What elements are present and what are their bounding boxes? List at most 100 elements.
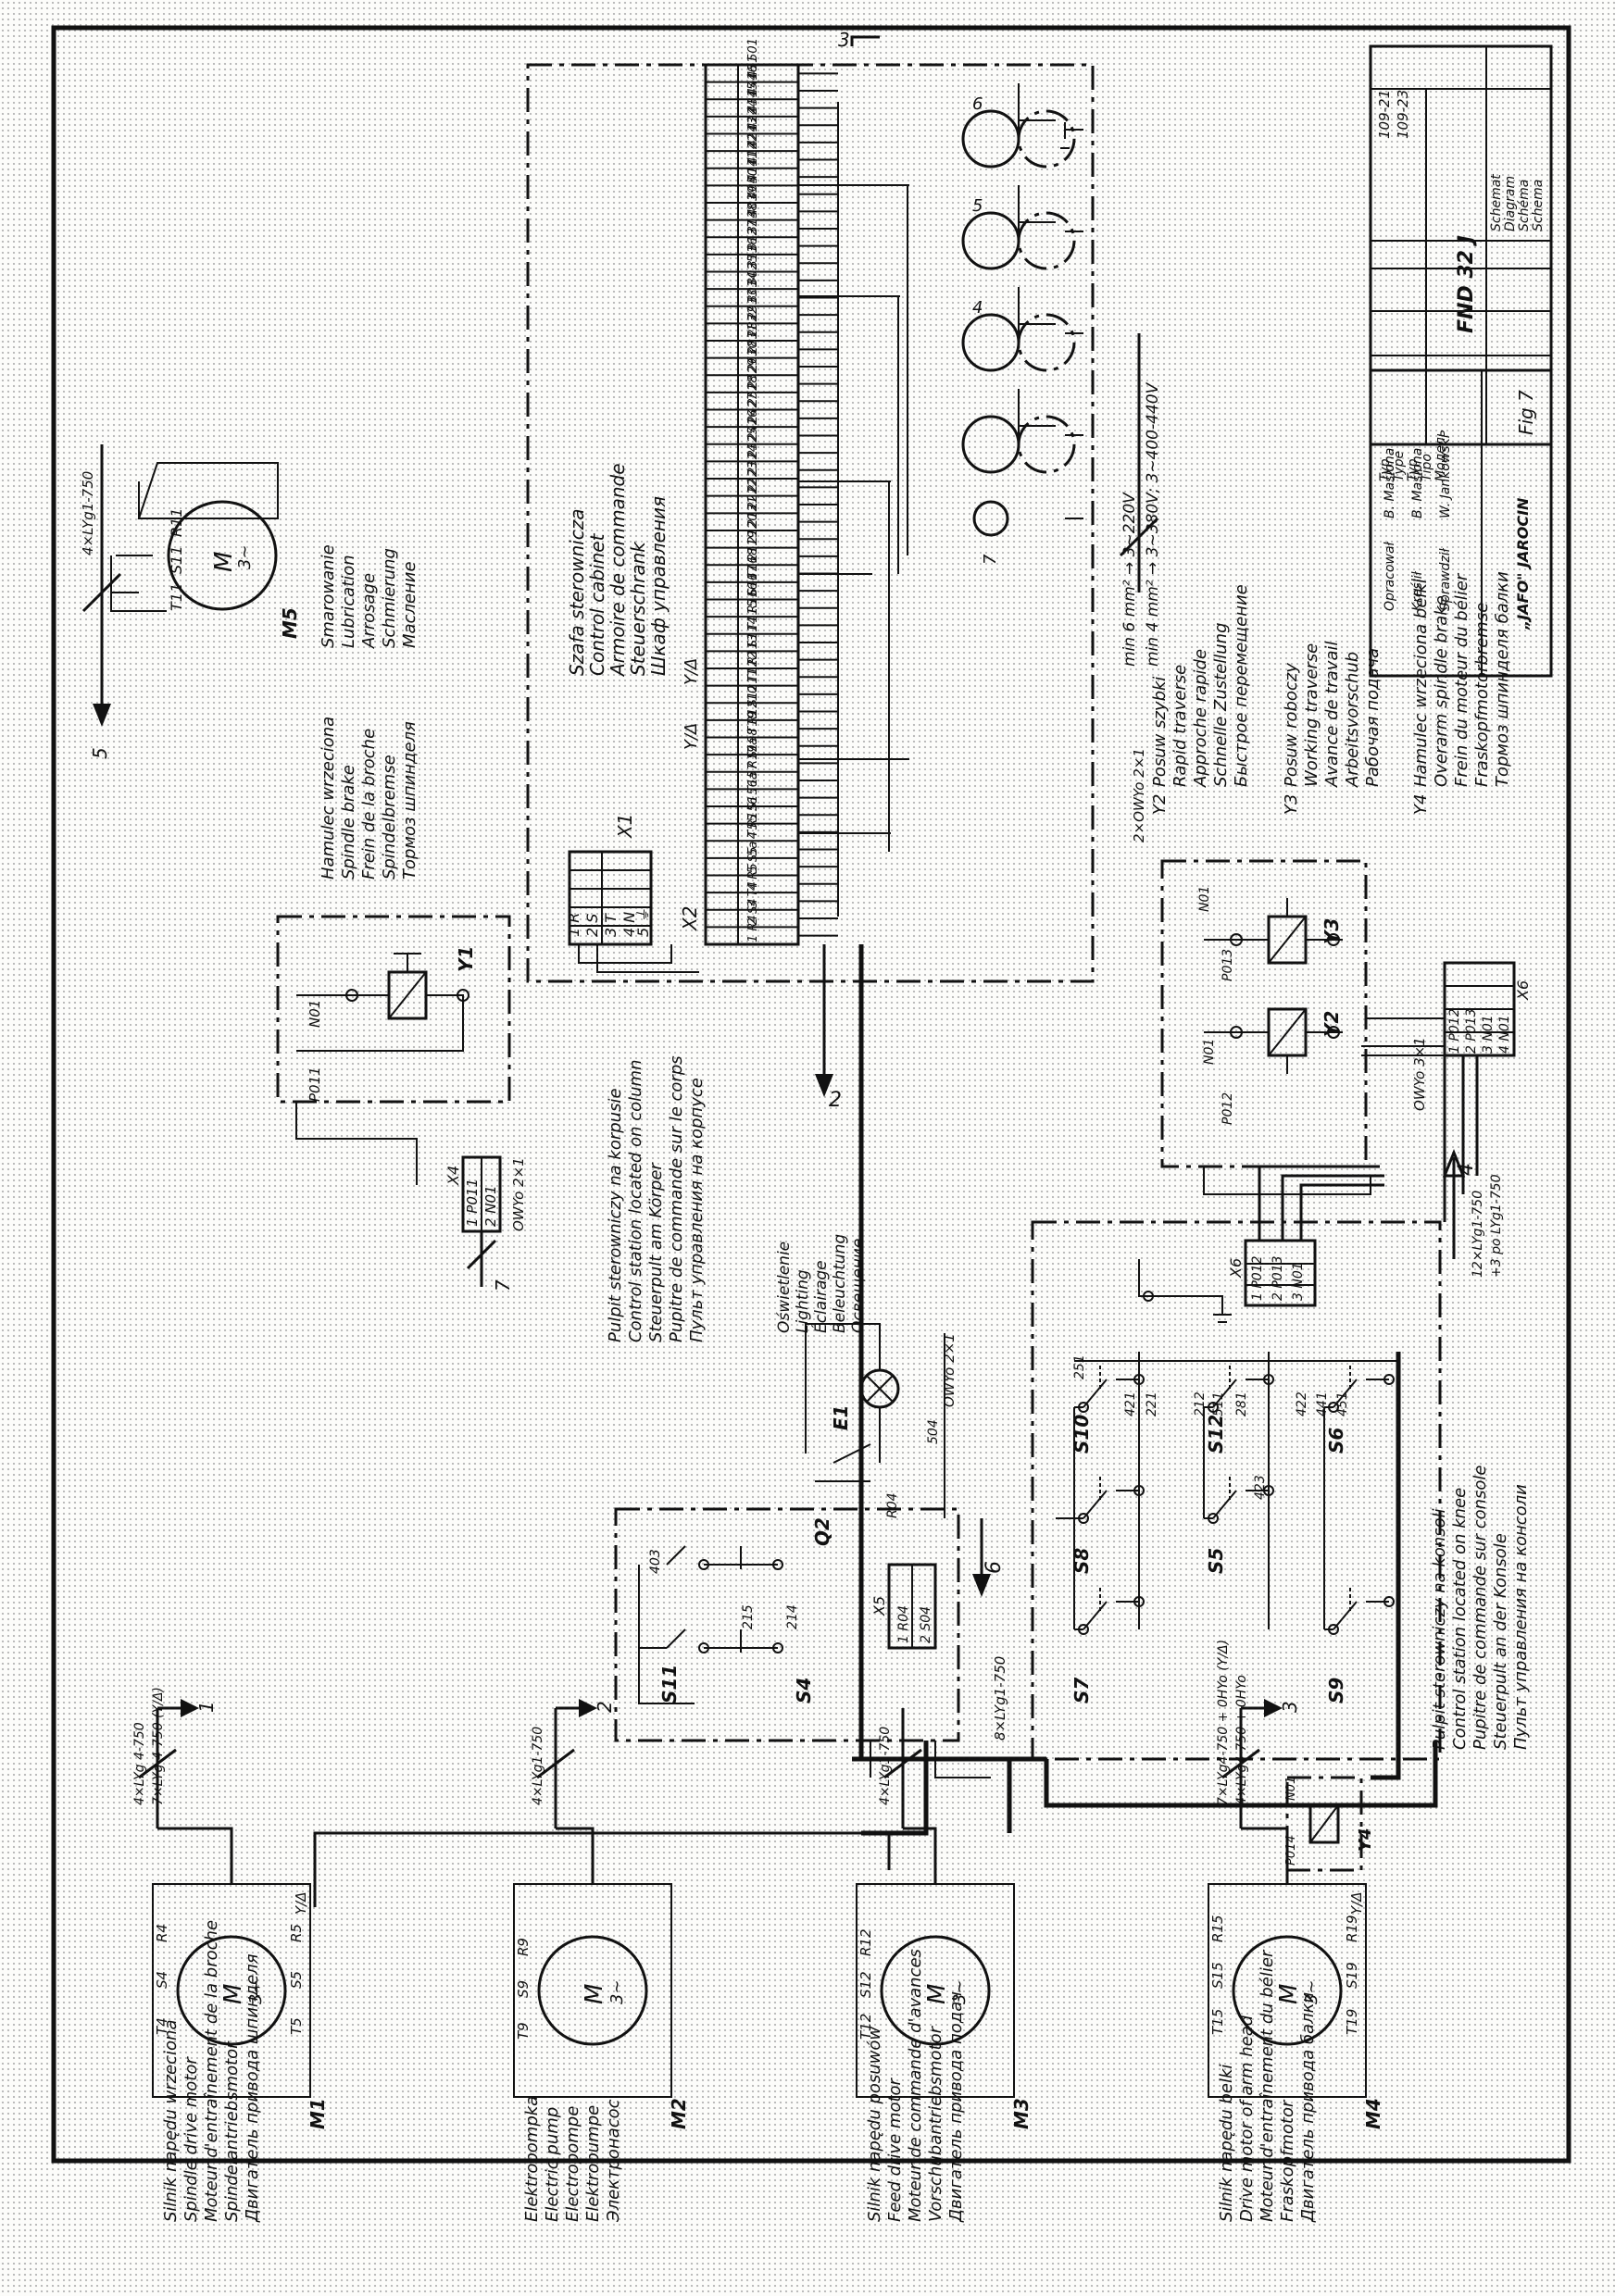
y2-caption-2: Rapid traverse <box>1171 665 1190 787</box>
knee-wire-221: 221 <box>1145 1391 1159 1416</box>
knee-arrow-label: 4 <box>1455 1163 1478 1176</box>
switch-s5: S5 <box>1205 1548 1227 1574</box>
x2-terminal-34: 29 281 <box>746 331 760 374</box>
light-caption-5: Освещение <box>849 1239 868 1333</box>
m4-symbol: M <box>1275 1984 1303 2004</box>
x2-terminal-36: 31 291 <box>746 297 760 340</box>
m5-caption-3: Arrosage <box>359 573 379 649</box>
m1-arrow-label: 1 <box>195 1701 218 1713</box>
m3-id: M3 <box>1010 2098 1033 2129</box>
valves-cable: 2×OWYo 2×1 <box>1131 748 1147 842</box>
y4-caption-5: Тормоз шпинделя балки <box>1493 571 1512 787</box>
m1-terminal-3: T4 <box>154 2017 170 2035</box>
x6-terminal-knee <box>1244 1239 1317 1307</box>
sheet-border <box>51 25 1571 2164</box>
control-station-knee: S7 S8 S10 S5 S12 S9 S6 251 421 221 212 5… <box>1031 1148 1531 1780</box>
x6-top-row-3: 3 N01 <box>1481 1015 1496 1054</box>
y1-wire-1: N01 <box>307 1000 323 1028</box>
y2-caption-3: Approche rapide <box>1191 649 1210 788</box>
m2-terminal-1: R9 <box>515 1938 532 1956</box>
knee-switch-terminal <box>1208 1513 1219 1524</box>
x2-terminal-24: 19 213 <box>746 504 760 546</box>
knee-switch-terminal <box>1328 1402 1339 1413</box>
switch-s6: S6 <box>1325 1428 1347 1454</box>
main-bus <box>852 944 1438 1836</box>
m2-caption-3: Electropompe <box>563 2106 582 2222</box>
m3-terminal-1: R12 <box>858 1928 874 1956</box>
svg-text:4: 4 <box>972 298 983 318</box>
y4-caption-label: Y4 <box>1411 794 1431 815</box>
x2-terminal-19: 14 R16 <box>746 589 760 631</box>
light-cable: OWYo 2×1 <box>941 1333 958 1407</box>
m4-arrow-label: 3 <box>1279 1701 1301 1713</box>
cabinet-title-2: Control cabinet <box>586 532 608 676</box>
lighting-circuit: E1 Q2 504 R04 OWYo 2×1 Oświetlenie Light… <box>775 1234 958 1546</box>
m4-id: M4 <box>1362 2098 1384 2129</box>
light-wire-504: 504 <box>926 1419 941 1444</box>
m5-terminal-2: S11 <box>168 545 185 574</box>
body-wire-214: 214 <box>785 1604 800 1629</box>
model-label-5: Модель <box>1433 430 1448 481</box>
knee-caption-3: Pupitre de commande sur console <box>1471 1466 1490 1751</box>
doc-label-3: Schéma <box>1517 180 1532 231</box>
m1-circle <box>176 1935 287 2046</box>
cabinet-title-4: Steuerschrank <box>627 541 649 676</box>
x1-label: X1 <box>614 814 636 839</box>
x2-terminal-6: 5a T5 <box>746 822 760 856</box>
m1-terminal-7: Y/Δ <box>293 1892 309 1915</box>
name-2: B. Maślona <box>1410 448 1425 518</box>
switch-s9: S9 <box>1325 1678 1347 1703</box>
x2-terminal-48: 43 431 <box>746 90 760 132</box>
model-label-3: Typ <box>1406 458 1421 481</box>
switch-s4: S4 <box>793 1678 815 1703</box>
m1-terminal-5: S5 <box>288 1971 305 1989</box>
x2-terminal-9: 6 T15 <box>746 770 760 805</box>
x6-top-row-2: 2 P013 <box>1464 1008 1479 1054</box>
m4-terminal-6: T19 <box>1344 2009 1360 2035</box>
x2-terminal-29: 24 241 <box>746 418 760 460</box>
x2-terminal-5: 5 S5 <box>746 847 760 874</box>
motor-m5: M 3~ M5 R11 S11 T11 5 4×LYg1-750 Smarowa… <box>80 444 419 759</box>
y2-label: Y2 <box>1321 1011 1343 1037</box>
x2-terminal-20: 15 S16 <box>746 573 760 615</box>
switch-s8: S8 <box>1070 1548 1093 1574</box>
x2-terminal-31: 26 251 <box>746 383 760 426</box>
y3-label: Y3 <box>1321 918 1343 944</box>
x2-terminal-16: 11 R11 <box>746 641 760 683</box>
knee-wire-421: 421 <box>1123 1391 1138 1416</box>
knee-switch-terminal <box>1383 1374 1395 1385</box>
m4-caption-1: Silnik napędu belki <box>1217 2065 1236 2222</box>
m4-terminal-7: Y/Δ <box>1348 1892 1365 1915</box>
m3-symbol: M <box>923 1984 951 2004</box>
y2-caption-label: Y2 <box>1150 794 1170 815</box>
y3-caption-2: Working traverse <box>1302 643 1321 787</box>
y-wire-2: P012 <box>1221 1092 1235 1125</box>
x2-terminal-46: 41 421 <box>746 124 760 167</box>
m3-terminal-2: S12 <box>858 1971 874 1998</box>
y1-caption-1: Hamulec wrzeciona <box>319 717 338 880</box>
x1-row-1: 1 R <box>565 913 582 937</box>
cabinet-title-1: Szafa sterownicza <box>566 509 588 676</box>
m1-caption-1: Silnik napędu wrzeciona <box>161 2020 181 2222</box>
feed-note-2: min 4 mm² → 3~380V; 3~400-440V <box>1144 381 1162 667</box>
doc-label-4: Schema <box>1531 180 1546 231</box>
m3-caption-4: Vorschubantriebsmotor <box>926 2025 945 2222</box>
knee-wire-212: 212 <box>1193 1391 1208 1416</box>
m2-circle <box>537 1935 648 2046</box>
y1-cable: OWYo 2×1 <box>510 1157 527 1231</box>
m3-circle <box>880 1935 991 2046</box>
m4-terminal-4: R19 <box>1344 1915 1360 1942</box>
knee-wire-423: 423 <box>1253 1475 1268 1500</box>
x2-terminal-41: 36 314 <box>746 210 760 253</box>
knee-caption-2: Control station located on knee <box>1450 1488 1470 1750</box>
m3-terminal-3: T12 <box>858 2014 874 2040</box>
knee-switch-terminal <box>1078 1624 1089 1635</box>
x2-terminal-2: 2 S4 <box>746 898 760 925</box>
m1-terminal-2: S4 <box>154 1971 170 1989</box>
x2-terminal-15: 10 T12 <box>746 659 760 701</box>
light-wire-r04: R04 <box>885 1492 900 1518</box>
model-name: FND 32 J <box>1455 235 1478 333</box>
doc-label-2: Diagram <box>1503 176 1518 231</box>
x1-row-5: 5 ⏚ <box>634 908 652 937</box>
